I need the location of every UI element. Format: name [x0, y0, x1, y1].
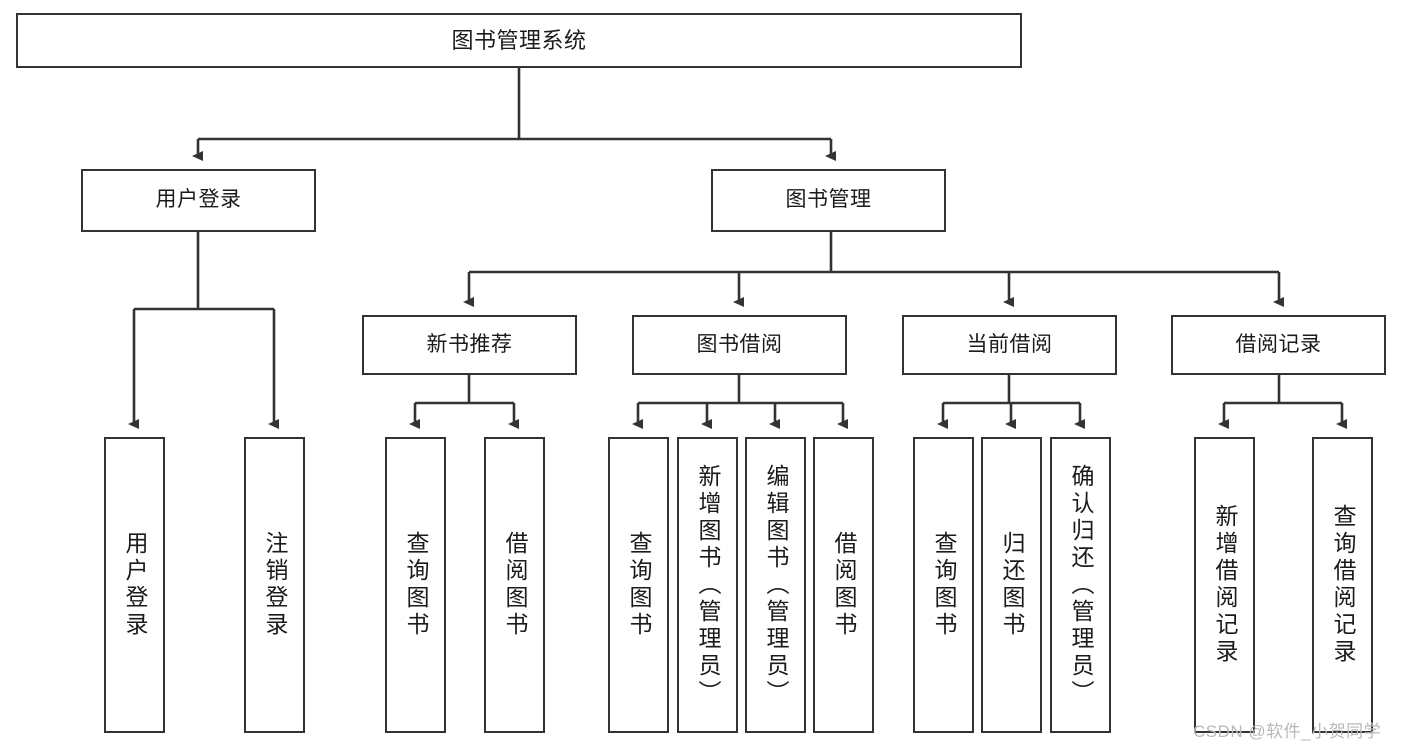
node-label: 归还图书 — [999, 531, 1025, 639]
node-label: 查询图书 — [403, 531, 429, 639]
node-leaf-add-book-admin[interactable]: 新增图书（管理员） — [677, 437, 738, 733]
node-label: 确认归还（管理员） — [1068, 463, 1094, 707]
node-label: 用户登录 — [122, 531, 148, 639]
node-borrow-record[interactable]: 借阅记录 — [1171, 315, 1386, 375]
node-label: 借阅记录 — [1235, 332, 1322, 356]
node-leaf-add-borrow-record[interactable]: 新增借阅记录 — [1194, 437, 1255, 733]
node-leaf-query-borrow-record[interactable]: 查询借阅记录 — [1312, 437, 1373, 733]
node-root-book-management-system[interactable]: 图书管理系统 — [16, 13, 1022, 68]
node-leaf-edit-book-admin[interactable]: 编辑图书（管理员） — [745, 437, 806, 733]
node-label: 图书管理 — [785, 188, 872, 212]
node-current-borrow[interactable]: 当前借阅 — [902, 315, 1117, 375]
node-label: 编辑图书（管理员） — [763, 463, 789, 707]
node-label: 新增图书（管理员） — [695, 463, 721, 707]
node-leaf-user-login[interactable]: 用户登录 — [104, 437, 165, 733]
node-leaf-confirm-return-admin[interactable]: 确认归还（管理员） — [1050, 437, 1111, 733]
node-leaf-query-book-3[interactable]: 查询图书 — [913, 437, 974, 733]
node-user-login[interactable]: 用户登录 — [81, 169, 316, 232]
node-label: 借阅图书 — [502, 531, 528, 639]
node-label: 查询图书 — [626, 531, 652, 639]
node-leaf-borrow-book-2[interactable]: 借阅图书 — [813, 437, 874, 733]
node-label: 新书推荐 — [426, 332, 513, 356]
node-label: 图书管理系统 — [451, 27, 587, 53]
csdn-watermark: CSDN @软件_小贺同学 — [1193, 722, 1382, 741]
node-leaf-query-book-2[interactable]: 查询图书 — [608, 437, 669, 733]
node-leaf-logout-login[interactable]: 注销登录 — [244, 437, 305, 733]
node-leaf-query-book-1[interactable]: 查询图书 — [385, 437, 446, 733]
node-new-book-recommend[interactable]: 新书推荐 — [362, 315, 577, 375]
node-label: 图书借阅 — [696, 332, 783, 356]
node-book-manage[interactable]: 图书管理 — [711, 169, 946, 232]
node-label: 查询借阅记录 — [1330, 504, 1356, 666]
node-book-borrow[interactable]: 图书借阅 — [632, 315, 847, 375]
node-label: 借阅图书 — [831, 531, 857, 639]
node-label: 新增借阅记录 — [1212, 504, 1238, 666]
node-label: 当前借阅 — [966, 332, 1053, 356]
node-label: 用户登录 — [155, 188, 242, 212]
node-leaf-return-book[interactable]: 归还图书 — [981, 437, 1042, 733]
node-leaf-borrow-book-1[interactable]: 借阅图书 — [484, 437, 545, 733]
node-label: 查询图书 — [931, 531, 957, 639]
node-label: 注销登录 — [262, 531, 288, 639]
